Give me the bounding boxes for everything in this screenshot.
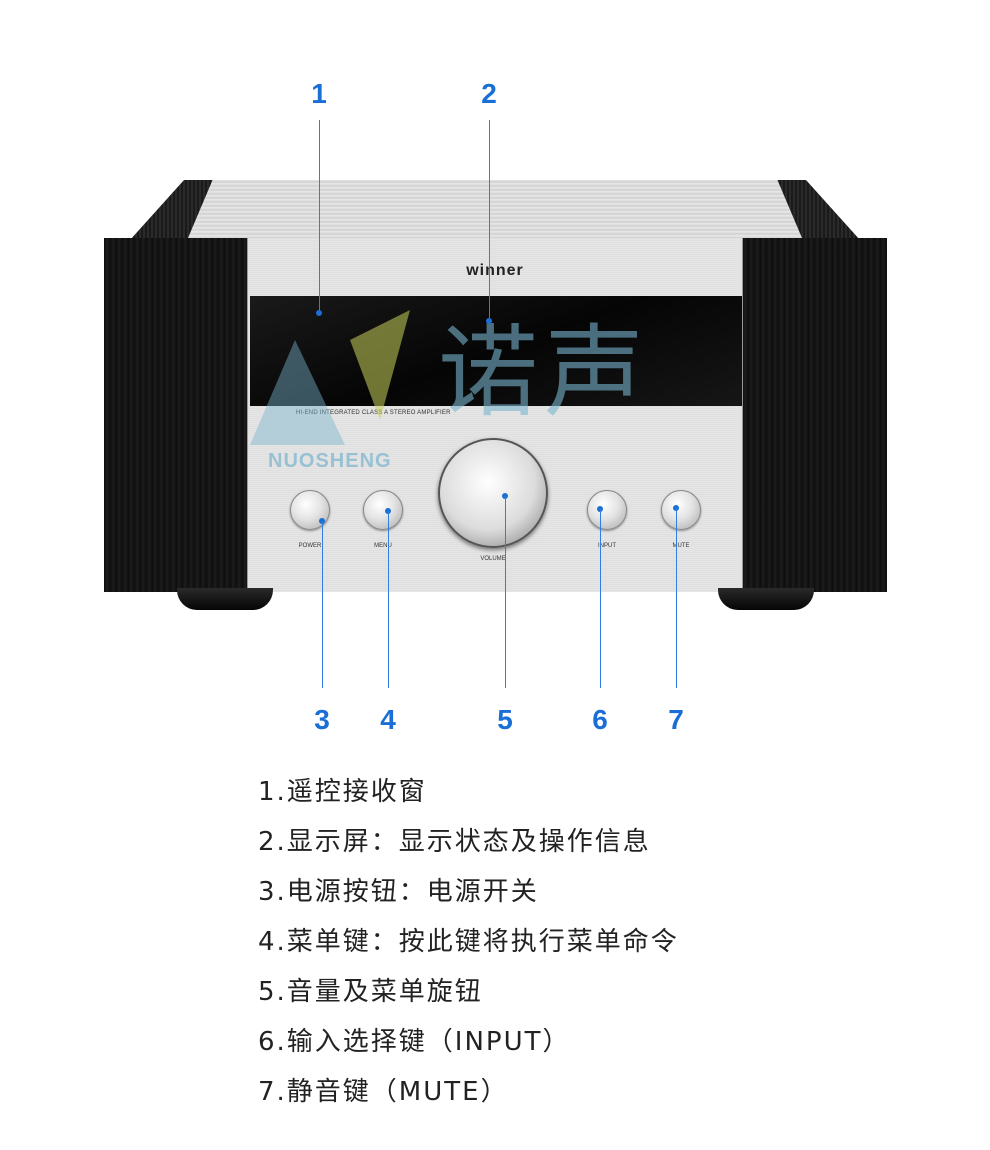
leader-line-3 [322,521,323,688]
menu-button[interactable] [363,490,403,530]
watermark-english: NUOSHENG [268,450,392,472]
mute-label: MUTE [672,543,690,549]
left-foot [177,588,273,610]
legend-item-6: 6.输入选择键（INPUT） [258,1027,571,1057]
display-window [250,296,742,406]
legend-item-4: 4.菜单键：按此键将执行菜单命令 [258,927,679,957]
power-button[interactable] [290,490,330,530]
legend-list: 1.遥控接收窗 2.显示屏：显示状态及操作信息 3.电源按钮：电源开关 4.菜单… [258,770,679,1120]
legend-item-2: 2.显示屏：显示状态及操作信息 [258,827,651,857]
right-side-panel [742,238,887,592]
right-foot [718,588,814,610]
leader-line-2 [489,120,490,320]
leader-line-7 [676,508,677,688]
callout-4: 4 [380,704,396,735]
callout-7: 7 [668,704,684,735]
legend-item-5: 5.音量及菜单旋钮 [258,977,483,1007]
mute-button[interactable] [661,490,701,530]
menu-label: MENU [374,543,392,549]
callout-dot-1 [316,310,322,316]
watermark-chinese: 诺声 [438,314,650,431]
callout-6: 6 [592,704,608,735]
callout-dot-2 [486,318,492,324]
volume-knob[interactable] [438,438,548,548]
callout-2: 2 [481,78,497,109]
volume-label: VOLUME [480,556,506,562]
callout-3: 3 [314,704,330,735]
legend-item-7: 7.静音键（MUTE） [258,1077,509,1107]
input-button[interactable] [587,490,627,530]
callout-1: 1 [311,78,327,109]
legend-item-3: 3.电源按钮：电源开关 [258,877,539,907]
power-label: POWER [298,543,322,549]
leader-line-1 [319,120,320,313]
input-label: INPUT [598,543,616,549]
front-panel: winner HI-END INTEGRATED CLASS A STEREO … [247,238,743,592]
brand-logo: winner [466,262,524,279]
amplifier-image: winner HI-END INTEGRATED CLASS A STEREO … [104,180,887,610]
panel-subtitle: HI-END INTEGRATED CLASS A STEREO AMPLIFI… [296,410,451,416]
legend-item-1: 1.遥控接收窗 [258,777,427,807]
watermark-logo-icon [250,310,410,445]
leader-line-4 [388,511,389,688]
leader-line-6 [600,509,601,688]
left-side-panel [104,238,249,592]
leader-line-5 [505,496,506,688]
top-cover [188,180,802,238]
callout-5: 5 [497,704,513,735]
